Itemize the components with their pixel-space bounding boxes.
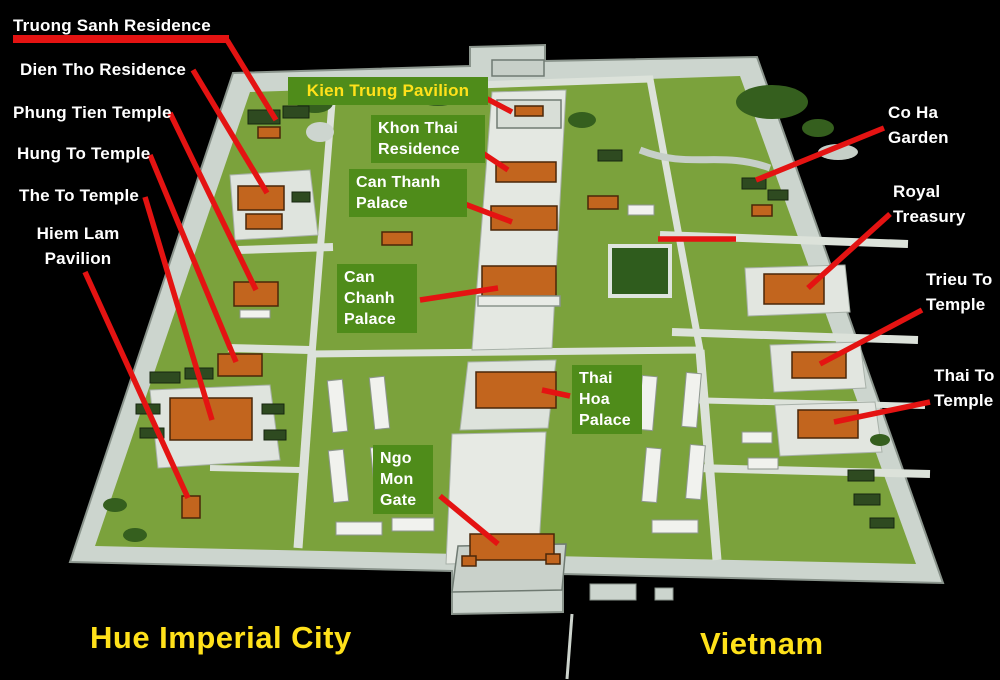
- callout-dien-tho-residence: Dien Tho Residence: [20, 60, 187, 79]
- building-hung-to: [217, 353, 263, 377]
- callout-royal-treasury: Royal Treasury: [893, 182, 966, 226]
- leader-dien-tho: [190, 68, 270, 195]
- leader-the-to: [142, 196, 215, 421]
- building-co-ha: [751, 204, 773, 217]
- map-label-ngo-mon-gate: Ngo Mon Gate: [373, 445, 433, 515]
- building-dien-tho: [237, 185, 285, 230]
- building-hiem-lam: [181, 495, 201, 519]
- building-thai-to: [797, 409, 859, 439]
- building-truong-sanh: [257, 126, 281, 139]
- leader-can-chanh: [419, 285, 499, 303]
- leader-royal-treasury: [806, 211, 892, 291]
- map-label-can-chanh-palace: Can Chanh Palace: [337, 264, 417, 334]
- callout-the-to-temple: The To Temple: [19, 186, 140, 205]
- map-label-khon-thai-residence: Khon Thai Residence: [371, 115, 485, 164]
- callout-thai-to-temple: Thai To Temple: [934, 366, 995, 410]
- callout-hung-to-temple: Hung To Temple: [17, 144, 151, 163]
- callout-phung-tien-temple: Phung Tien Temple: [13, 103, 172, 122]
- callout-truong-sanh-residence: Truong Sanh Residence: [13, 16, 211, 35]
- callout-trieu-to-temple: Trieu To Temple: [926, 270, 993, 314]
- leader-hiem-lam: [82, 270, 191, 500]
- building-center-left: [381, 231, 413, 246]
- title-hue-imperial-city: Hue Imperial City: [90, 620, 352, 655]
- building-can-chanh-palace: [477, 265, 561, 307]
- building-khon-thai-residence: [495, 161, 557, 183]
- building-ngo-mon-gate: [451, 533, 567, 593]
- leader-hung-to: [147, 153, 239, 364]
- pointer-stick: [565, 613, 574, 680]
- callout-hiem-lam-pavilion: Hiem Lam Pavilion: [36, 224, 120, 268]
- leader-phung-tien: [167, 111, 259, 292]
- callout-co-ha-garden: Co Ha Garden: [888, 103, 949, 147]
- title-vietnam: Vietnam: [700, 626, 824, 661]
- inner-walls: [209, 75, 931, 561]
- building-kien-trung-pavilion: [496, 99, 562, 129]
- map-label-thai-hoa-palace: Thai Hoa Palace: [572, 365, 642, 435]
- leader-ngo-mon: [438, 493, 500, 547]
- leader-thai-hoa: [541, 387, 571, 399]
- map-label-can-thanh-palace: Can Thanh Palace: [349, 169, 467, 218]
- storage-buildings: [239, 204, 779, 536]
- leader-trieu-to: [818, 307, 924, 367]
- leader-lines: [13, 35, 931, 547]
- leader-truong-sanh: [224, 38, 279, 122]
- leader-co-ha: [754, 125, 886, 183]
- leader-thai-to: [833, 399, 931, 425]
- building-center-right: [587, 195, 619, 210]
- map-label-kien-trung-pavilion: Kien Trung Pavilion: [288, 77, 488, 106]
